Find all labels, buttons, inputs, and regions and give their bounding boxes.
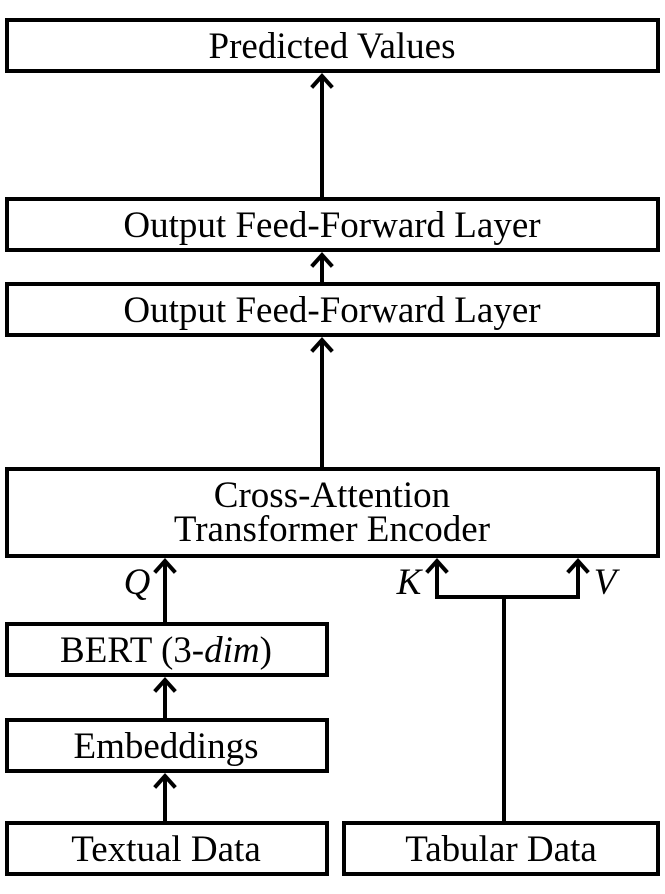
- edge-encoder-to-ff-lower: [310, 337, 334, 469]
- key-port-label: K: [396, 562, 424, 603]
- output-ff-layer-upper-label: Output Feed-Forward Layer: [123, 205, 540, 246]
- bert-node: BERT (3-dim): [5, 622, 329, 677]
- embeddings-label: Embeddings: [74, 726, 259, 767]
- bert-label-suffix: ): [260, 630, 272, 671]
- edge-textual-to-embeddings: [153, 773, 177, 823]
- edge-tabular-to-encoder: [425, 558, 590, 823]
- query-port-label: Q: [124, 562, 151, 603]
- tabular-data-label: Tabular Data: [405, 829, 597, 870]
- bert-label-prefix: BERT (3-: [60, 630, 204, 671]
- embeddings-node: Embeddings: [5, 718, 329, 773]
- textual-data-label: Textual Data: [71, 829, 261, 870]
- bert-label: BERT (3-dim): [60, 630, 272, 671]
- encoder-label-line1: Cross-Attention: [214, 475, 450, 516]
- textual-data-node: Textual Data: [5, 821, 329, 876]
- output-ff-layer-lower-node: Output Feed-Forward Layer: [5, 282, 660, 337]
- edge-embeddings-to-bert: [153, 677, 177, 720]
- tabular-data-node: Tabular Data: [342, 821, 660, 876]
- output-ff-layer-lower-label: Output Feed-Forward Layer: [123, 290, 540, 331]
- bert-label-italic: dim: [204, 630, 260, 671]
- value-port-label: V: [594, 562, 621, 603]
- cross-attention-encoder-node: Cross-Attention Transformer Encoder: [5, 467, 660, 558]
- edge-bert-to-encoder: [153, 558, 177, 624]
- predicted-values-node: Predicted Values: [5, 18, 660, 73]
- predicted-values-label: Predicted Values: [209, 26, 456, 67]
- edge-ff-lower-to-ff-upper: [310, 252, 334, 284]
- edge-ff-upper-to-predicted: [310, 73, 334, 199]
- encoder-label-line2: Transformer Encoder: [174, 509, 490, 550]
- output-ff-layer-upper-node: Output Feed-Forward Layer: [5, 197, 660, 252]
